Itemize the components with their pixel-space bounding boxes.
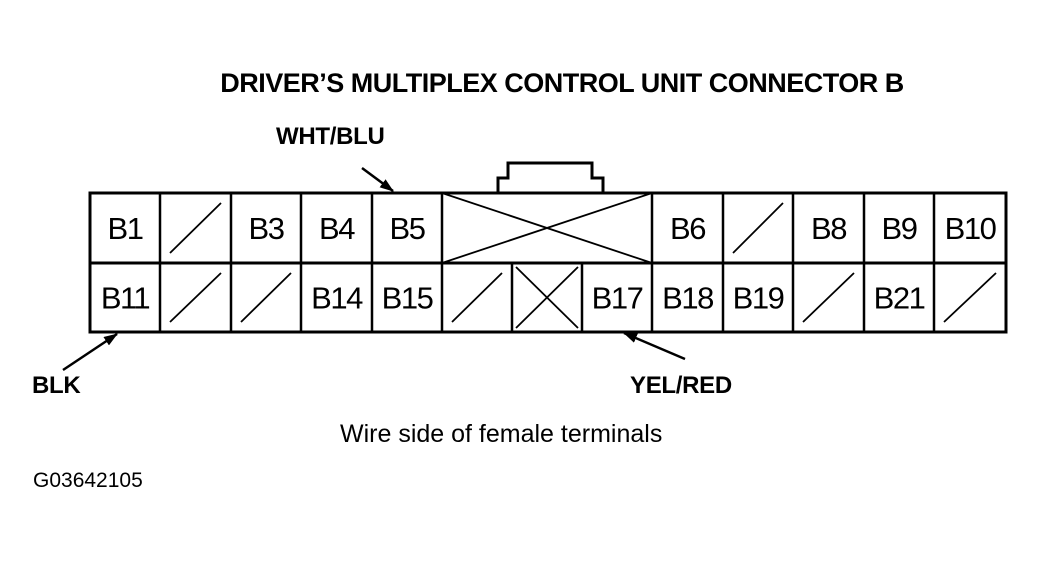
terminal-b21: B21 [874, 281, 925, 316]
empty-cavity-slash [240, 272, 292, 323]
terminal-b18: B18 [662, 281, 713, 316]
terminal-b9: B9 [882, 211, 917, 246]
connector-lock-tab [496, 161, 605, 193]
blocked-cross [515, 266, 579, 329]
terminal-b5: B5 [390, 211, 425, 246]
terminal-b6: B6 [670, 211, 705, 246]
terminal-b3: B3 [249, 211, 284, 246]
terminal-b11: B11 [101, 281, 150, 316]
wire-label-blk: BLK [32, 372, 81, 399]
empty-cavity-slash [802, 272, 855, 323]
empty-cavity-slash [451, 272, 503, 323]
terminal-b14: B14 [311, 281, 363, 316]
blocked-cross [441, 192, 653, 264]
diagram-title: DRIVER’S MULTIPLEX CONTROL UNIT CONNECTO… [220, 68, 904, 98]
empty-cavity-slash [943, 272, 997, 323]
terminal-b17: B17 [592, 281, 643, 316]
caption: Wire side of female terminals [340, 420, 663, 448]
terminal-b8: B8 [811, 211, 846, 246]
terminal-b1: B1 [108, 211, 143, 246]
empty-cavity-slash [169, 202, 222, 254]
terminal-b10: B10 [945, 211, 997, 246]
terminal-b15: B15 [382, 281, 433, 316]
terminal-b4: B4 [319, 211, 355, 246]
arrow-yel-red [623, 331, 686, 361]
terminal-b19: B19 [733, 281, 784, 316]
empty-cavity-slash [169, 272, 222, 323]
arrow-blk [62, 332, 118, 372]
wire-label-wht-blu: WHT/BLU [276, 123, 385, 150]
arrow-wht-blu [361, 166, 394, 193]
empty-cavity-slash [732, 202, 784, 254]
figure-code: G03642105 [33, 469, 143, 492]
wire-label-yel-red: YEL/RED [630, 372, 732, 399]
